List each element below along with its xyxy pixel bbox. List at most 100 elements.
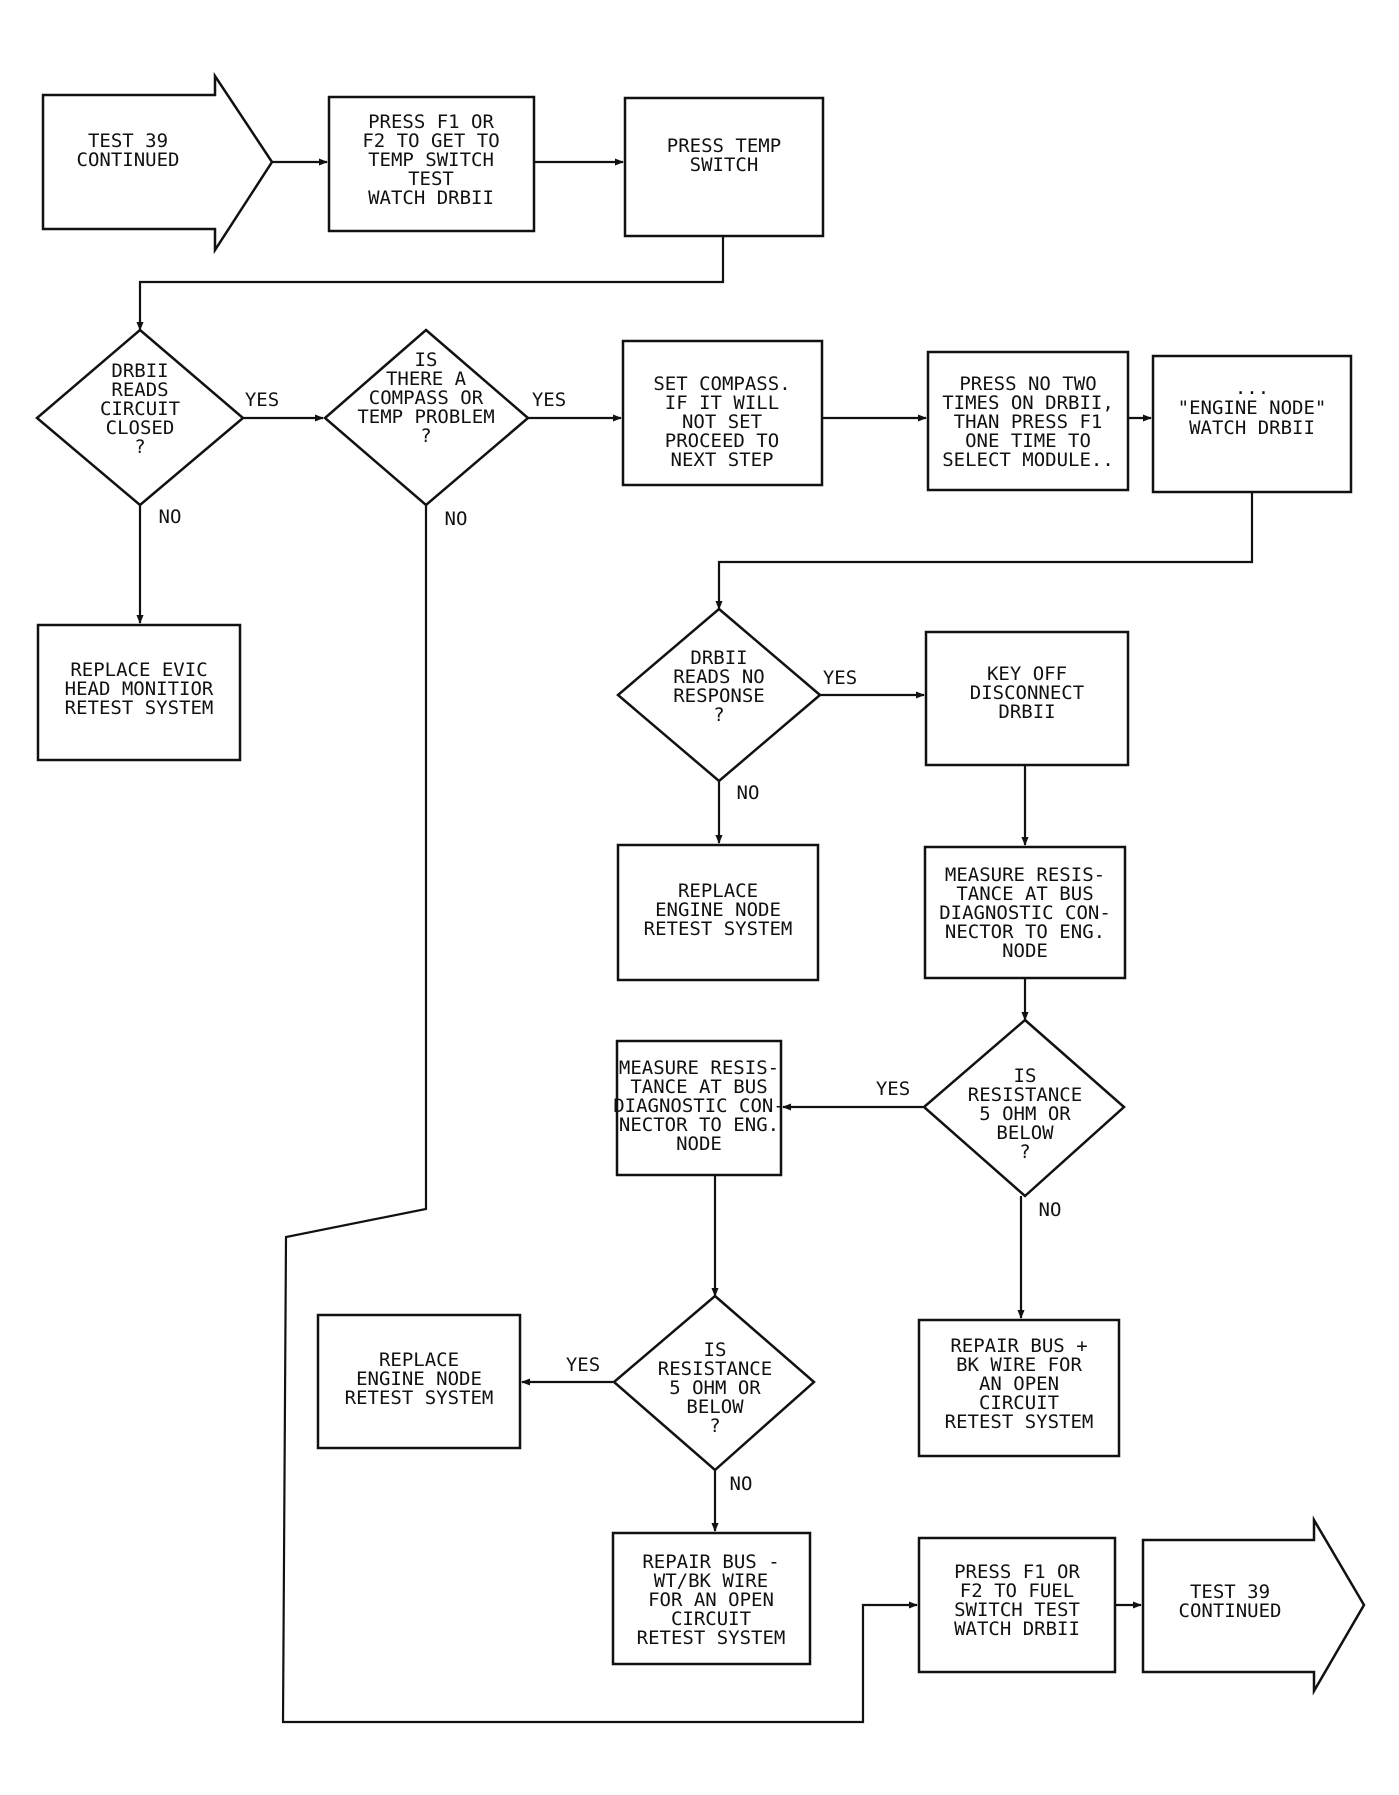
label-line: NODE <box>676 1133 722 1155</box>
end-terminator-arrow <box>1141 1515 1366 1696</box>
label-line: WATCH DRBII <box>368 187 494 209</box>
label-line: NECTOR TO ENG. <box>619 1114 779 1136</box>
label-line: ? <box>1019 1141 1030 1163</box>
label-line: 5 OHM OR <box>669 1377 761 1399</box>
label-line: SELECT MODULE.. <box>942 449 1114 471</box>
label-line: BELOW <box>996 1122 1054 1144</box>
label-line: SWITCH TEST <box>954 1599 1080 1621</box>
repair-bus-minus-box <box>611 1531 812 1666</box>
label-line: PRESS F1 OR <box>368 111 494 133</box>
label-compass-yes: YES <box>532 389 566 411</box>
measure-resistance-box-1 <box>923 845 1127 980</box>
label-line: IS <box>415 349 438 371</box>
label-line: TEST 39 <box>1190 1581 1270 1603</box>
label-line: DRBII <box>690 647 747 669</box>
label-line: RESPONSE <box>673 685 765 707</box>
label-line: MEASURE RESIS- <box>619 1057 779 1079</box>
label-line: REPLACE EVIC <box>70 659 207 681</box>
label-line: NODE <box>1002 940 1048 962</box>
compass-problem-decision <box>323 328 530 507</box>
label-line: DIAGNOSTIC CON- <box>613 1095 785 1117</box>
label-line: CIRCUIT <box>100 398 180 420</box>
label-line: ? <box>420 425 431 447</box>
label-line: WT/BK WIRE <box>654 1570 768 1592</box>
label-line: COMPASS OR <box>369 387 484 409</box>
label-line: REPAIR BUS + <box>950 1335 1087 1357</box>
label-line: THERE A <box>386 368 467 390</box>
label-line: AN OPEN <box>979 1373 1059 1395</box>
circuit-closed-decision <box>35 328 245 507</box>
label-line: BELOW <box>686 1396 744 1418</box>
no-response-decision <box>616 607 822 783</box>
label-line: DISCONNECT <box>970 682 1084 704</box>
label-line: HEAD MONITIOR <box>65 678 214 700</box>
label-line: ENGINE NODE <box>655 899 781 921</box>
set-compass-box <box>621 339 824 487</box>
label-line: TEMP SWITCH <box>368 149 494 171</box>
label-line: PRESS F1 OR <box>954 1561 1080 1583</box>
label-line: CONTINUED <box>1179 1600 1282 1622</box>
label-line: TEST 39 <box>88 130 168 152</box>
label-line: IS <box>704 1339 727 1361</box>
shapes <box>35 71 1366 1696</box>
label-line: DRBII <box>111 360 168 382</box>
label-line: SET COMPASS. <box>653 373 790 395</box>
label-line: ? <box>134 436 145 458</box>
press-f1-temp-box <box>327 95 536 233</box>
press-f1-fuel-box <box>917 1536 1117 1674</box>
replace-evic-box <box>36 623 242 762</box>
label-line: SWITCH <box>690 154 759 176</box>
measure-resistance-box-2 <box>615 1039 783 1177</box>
replace-engine-node-box-1 <box>616 843 820 982</box>
label-line: RETEST SYSTEM <box>644 918 793 940</box>
label-line: IF IT WILL <box>665 392 779 414</box>
label-line: PRESS TEMP <box>667 135 781 157</box>
repair-bus-plus-box <box>917 1318 1121 1458</box>
label-noresp-no: NO <box>737 782 760 804</box>
label-line: BK WIRE FOR <box>956 1354 1082 1376</box>
label-line: PRESS NO TWO <box>959 373 1096 395</box>
label-line: F2 TO GET TO <box>362 130 499 152</box>
label-noresp-yes: YES <box>823 667 857 689</box>
label-line: CIRCUIT <box>671 1608 751 1630</box>
replace-engine-node-box-2 <box>316 1313 522 1450</box>
connectors <box>136 158 1254 1724</box>
label-line: WATCH DRBII <box>1189 417 1315 439</box>
start-terminator-arrow <box>41 71 274 255</box>
label-line: RETEST SYSTEM <box>65 697 214 719</box>
engine-node-watch-box <box>1151 354 1353 494</box>
label-line: KEY OFF <box>987 663 1067 685</box>
label-line: REPLACE <box>379 1349 459 1371</box>
arrow-engine-node-to-no-response-decision <box>715 492 1254 610</box>
label-res2-yes: YES <box>566 1354 600 1376</box>
label-line: TEST <box>408 168 454 190</box>
label-line: TEMP PROBLEM <box>357 406 494 428</box>
arrow-compass-no-to-fuel-switch <box>281 505 918 1724</box>
label-res1-yes: YES <box>876 1078 910 1100</box>
label-line: RESISTANCE <box>968 1084 1082 1106</box>
resistance-decision-1 <box>922 1018 1126 1198</box>
label-line: F2 TO FUEL <box>960 1580 1074 1602</box>
label-line: IS <box>1014 1065 1037 1087</box>
press-temp-switch-box <box>623 96 825 238</box>
label-line: RESISTANCE <box>658 1358 772 1380</box>
edge-labels: YES NO YES NO YES NO YES NO YES NO <box>159 389 1062 1495</box>
label-line: RETEST SYSTEM <box>945 1411 1094 1433</box>
label-line: CLOSED <box>106 417 175 439</box>
label-line: RETEST SYSTEM <box>637 1627 786 1649</box>
resistance-decision-2 <box>612 1294 816 1472</box>
label-line: THAN PRESS F1 <box>954 411 1103 433</box>
